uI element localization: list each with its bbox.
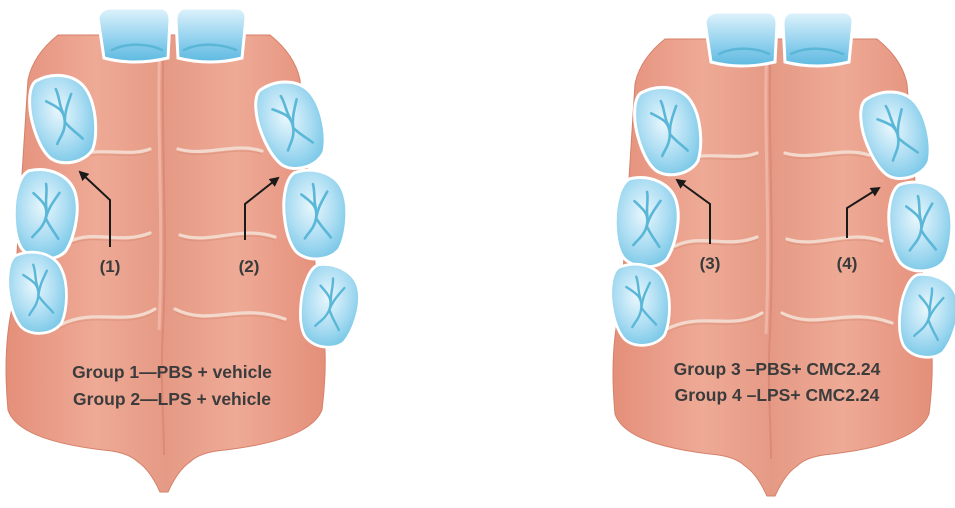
incisor-left xyxy=(705,12,777,66)
site-4-label: (4) xyxy=(837,254,858,273)
legend-group-4: Group 4 –LPS+ CMC2.24 xyxy=(675,385,880,405)
molar-right-2 xyxy=(888,181,954,272)
site-2-label: (2) xyxy=(239,257,260,276)
incisor-right xyxy=(783,12,853,66)
molar-right-2 xyxy=(283,169,349,260)
incisor-right xyxy=(176,8,246,62)
legend-group-1: Group 1—PBS + vehicle xyxy=(72,362,272,382)
site-1-label: (1) xyxy=(100,257,121,276)
legend-group-2: Group 2—LPS + vehicle xyxy=(73,389,271,409)
molar-left-2 xyxy=(11,168,80,261)
incisor-left xyxy=(98,8,170,62)
palate-panel-2: (3) (4) Group 3 –PBS+ CMC2.24 Group 4 –L… xyxy=(608,12,955,496)
legend-group-3: Group 3 –PBS+ CMC2.24 xyxy=(674,359,881,379)
site-3-label: (3) xyxy=(700,254,721,273)
molar-left-2 xyxy=(612,176,681,269)
palate-panel-1: (1) (2) Group 1—PBS + vehicle Group 2—LP… xyxy=(5,8,365,492)
